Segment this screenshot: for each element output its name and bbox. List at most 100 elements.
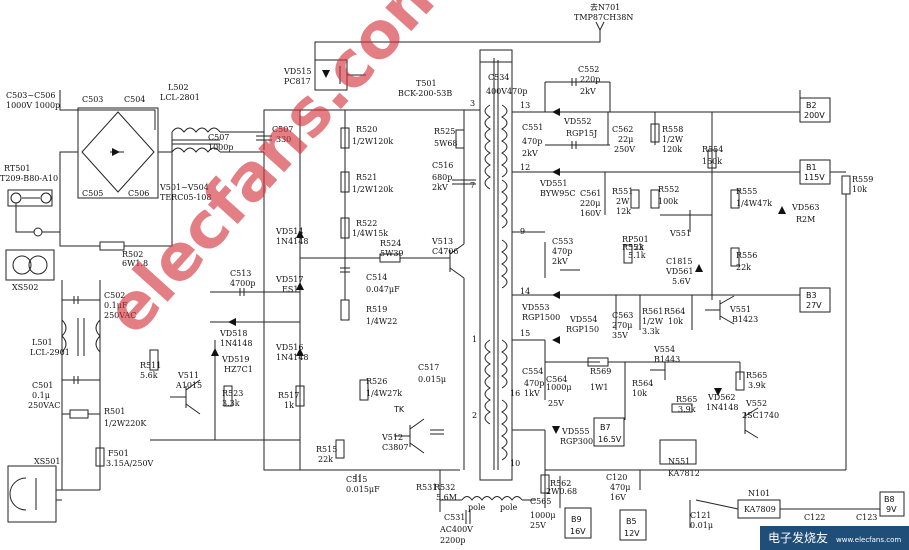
v501-label: V501~V504 (159, 183, 209, 192)
c505-label: C505 (82, 189, 103, 198)
vd561-value: 5.6V (672, 277, 691, 286)
c564-label: C564 (546, 375, 567, 384)
r519-value: 1/4W22 (366, 317, 397, 326)
vd516-value: 1N4148 (276, 353, 308, 362)
r522-label: R522 (356, 219, 377, 228)
b5-name: B5 (626, 517, 637, 526)
vd563-label: VD563 (791, 203, 819, 212)
vd552-value: RGP15J (566, 129, 597, 138)
vd519-value: HZ7C1 (224, 365, 253, 374)
r520-label: R520 (356, 125, 377, 134)
b2-voltage: 200V (804, 111, 825, 120)
c563-label: C563 (612, 311, 633, 320)
n101-value: KA7809 (744, 505, 776, 514)
c502-value-2: 250VAC (104, 311, 136, 320)
c123-label: C123 (856, 513, 877, 522)
c502-value-1: 0.1μF (104, 301, 128, 310)
c122-label: C122 (804, 513, 825, 522)
r565a-value: 3.9k (678, 405, 696, 414)
tk-label: TK (393, 405, 405, 414)
vd515-label: VD515 (283, 67, 311, 76)
c552-label: C552 (578, 65, 599, 74)
c507a-label: C507 (208, 133, 229, 142)
pin-14: 14 (520, 287, 530, 296)
r517-label: R517 (278, 391, 299, 400)
r525-label: R525 (434, 127, 455, 136)
r515-label: R515 (316, 445, 337, 454)
vd555-value: RGP300 (560, 437, 593, 446)
pin-12: 12 (520, 163, 530, 172)
pin-2: 2 (472, 411, 477, 420)
n701-dest-label: 去N701 (590, 2, 620, 12)
c564-value-2: 25V (548, 399, 564, 408)
vd517-value: ES1 (282, 285, 298, 294)
xs501-label: XS501 (34, 457, 60, 466)
r526-label: R526 (366, 377, 387, 386)
r511-label: R511 (140, 361, 161, 370)
c120-value-2: 16V (610, 493, 626, 502)
c562-label: C562 (612, 125, 633, 134)
c515-value: 0.015μF (346, 485, 380, 494)
c515-label: C515 (346, 475, 367, 484)
pole-label-1: pole (468, 503, 485, 512)
pin-3: 3 (470, 99, 475, 108)
pin-10: 10 (510, 459, 520, 468)
c121-value: 0.01μ (690, 521, 713, 530)
r564b-value: 10k (632, 389, 647, 398)
c561-value-1: 220μ (580, 199, 600, 208)
pin-15: 15 (520, 329, 530, 338)
r564a-label: R564 (664, 307, 685, 316)
vd514-label: VD514 (275, 227, 303, 236)
vd553-label: VD553 (521, 303, 549, 312)
r521-value: 1/2W120k (352, 185, 393, 194)
c534-value: 400V470p (486, 87, 527, 96)
c531-value-2: 2200p (440, 536, 465, 545)
l502-label: L502 (168, 83, 189, 92)
r558-label: R558 (662, 125, 683, 134)
xs502-label: XS502 (12, 283, 38, 292)
vd519-label: VD519 (221, 355, 249, 364)
l501-value: LCL-2901 (30, 348, 70, 357)
v511-label: V511 (177, 371, 199, 380)
v501-value: TERC05-108 (160, 193, 211, 202)
pin-13: 13 (520, 101, 530, 110)
r565a-label: R565 (676, 395, 697, 404)
c121-label: C121 (690, 511, 711, 520)
v554-value: B1443 (654, 355, 680, 364)
c552-value-1: 220p (580, 75, 600, 84)
r522-value: 1/4W15k (352, 229, 388, 238)
r525-value: 5W68 (434, 139, 458, 148)
vd562-label: VD562 (707, 393, 735, 402)
r511-value: 5.6k (140, 371, 158, 380)
c563-value-2: 35V (612, 331, 628, 340)
vd553-value: RGP1500 (522, 313, 560, 322)
n551-label: N551 (668, 457, 690, 466)
vd561-label: VD561 (665, 267, 693, 276)
v551b-label: V551 (729, 305, 751, 314)
v551b-value: B1423 (732, 315, 758, 324)
r559-value: 10k (852, 185, 867, 194)
c531-value-1: AC400V (439, 525, 473, 534)
c501-value-1: 0.1μ (32, 391, 50, 400)
b9-voltage: 16V (570, 527, 586, 536)
r524-label: R524 (380, 239, 401, 248)
r524-value: 5W39 (380, 249, 404, 258)
c503-label: C503 (82, 95, 103, 104)
r569-value: 1W1 (590, 383, 608, 392)
r551-value-2: 12k (616, 207, 631, 216)
c517-value: 0.015μ (418, 375, 446, 384)
r551-value-1: 2W (616, 197, 630, 206)
c513-value: 4700p (230, 279, 255, 288)
b7-name: B7 (600, 423, 611, 432)
b5-voltage: 12V (624, 529, 640, 538)
vd555-label: VD555 (561, 427, 589, 436)
r521-label: R521 (356, 173, 377, 182)
c565-value-2: 25V (530, 521, 546, 530)
c516-value-1: 680p (432, 173, 452, 182)
r561-value-1: 1/2W (642, 317, 664, 326)
r519-label: R519 (366, 305, 387, 314)
r555-label: R555 (736, 187, 757, 196)
r565b-label: R565 (746, 371, 767, 380)
c503-c506-label: C503~C506 (6, 91, 55, 100)
